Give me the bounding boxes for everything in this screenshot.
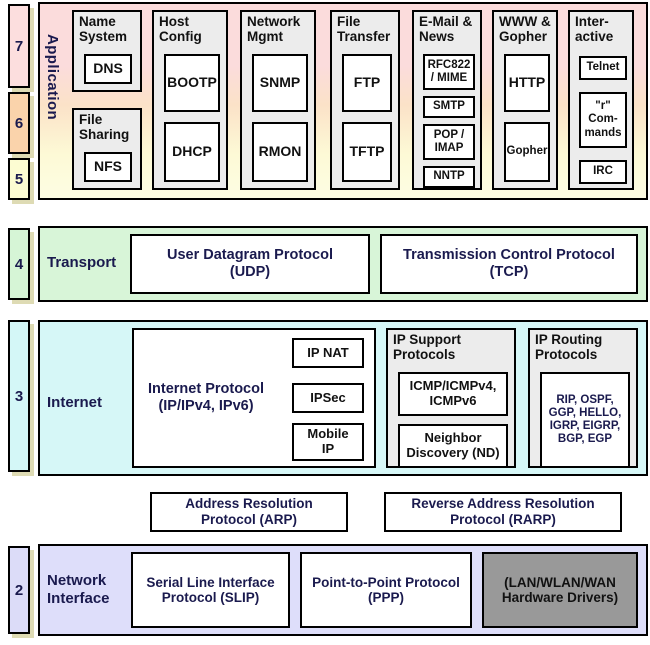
protocol-rmon[interactable]: RMON: [252, 122, 308, 182]
protocol-pop-imap-label: POP /IMAP: [433, 128, 465, 154]
group-interactive-title: Inter-active: [575, 14, 614, 45]
protocol-dhcp-label: DHCP: [172, 143, 212, 160]
protocol-dhcp[interactable]: DHCP: [164, 122, 220, 182]
layer-number-6: 6: [8, 92, 30, 154]
protocol-rmon-label: RMON: [258, 143, 302, 160]
layer-number-5-label: 5: [14, 170, 24, 188]
protocol-tftp[interactable]: TFTP: [342, 122, 392, 182]
group-www-gopher: WWW &Gopher HTTP Gopher: [492, 10, 558, 190]
application-layer-label: Application: [44, 34, 61, 121]
layer-number-7: 7: [8, 4, 30, 88]
group-email-news-title: E-Mail &News: [419, 14, 473, 45]
layer-number-5: 5: [8, 158, 30, 200]
protocol-smtp[interactable]: SMTP: [423, 96, 475, 118]
layer-number-3: 3: [8, 320, 30, 472]
protocol-routing-list[interactable]: RIP, OSPF,GGP, HELLO,IGRP, EIGRP,BGP, EG…: [540, 372, 630, 468]
protocol-bootp-label: BOOTP: [167, 74, 217, 91]
protocol-ip-nat[interactable]: IP NAT: [292, 338, 364, 368]
protocol-nntp[interactable]: NNTP: [423, 166, 475, 188]
protocol-tcp-label: Transmission Control Protocol(TCP): [403, 247, 615, 280]
protocol-tcp[interactable]: Transmission Control Protocol(TCP): [380, 234, 638, 294]
protocol-ppp-label: Point-to-Point Protocol(PPP): [312, 574, 460, 605]
protocol-tftp-label: TFTP: [349, 143, 385, 160]
group-www-gopher-title: WWW &Gopher: [499, 14, 551, 45]
protocol-ipsec[interactable]: IPSec: [292, 383, 364, 413]
protocol-irc-label: IRC: [593, 165, 613, 178]
protocol-icmp-label: ICMP/ICMPv4,ICMPv6: [409, 378, 497, 408]
protocol-udp[interactable]: User Datagram Protocol(UDP): [130, 234, 370, 294]
protocol-snmp-label: SNMP: [259, 74, 301, 91]
protocol-ftp-label: FTP: [353, 74, 381, 91]
protocol-r-commands[interactable]: "r"Com-mands: [579, 92, 627, 148]
protocol-udp-label: User Datagram Protocol(UDP): [167, 247, 333, 280]
protocol-ip-label: Internet Protocol(IP/IPv4, IPv6): [148, 381, 265, 414]
protocol-ppp[interactable]: Point-to-Point Protocol(PPP): [300, 552, 472, 628]
protocol-ip-nat-label: IP NAT: [307, 344, 349, 360]
protocol-nntp-label: NNTP: [433, 170, 465, 183]
group-email-news: E-Mail &News RFC822/ MIME SMTP POP /IMAP…: [412, 10, 482, 190]
protocol-r-commands-label: "r"Com-mands: [584, 100, 622, 139]
protocol-http[interactable]: HTTP: [504, 54, 550, 112]
protocol-ipsec-label: IPSec: [310, 389, 346, 405]
internet-layer-label: Internet: [47, 394, 103, 411]
protocol-gopher[interactable]: Gopher: [504, 122, 550, 182]
protocol-bootp[interactable]: BOOTP: [164, 54, 220, 112]
protocol-routing-list-label: RIP, OSPF,GGP, HELLO,IGRP, EIGRP,BGP, EG…: [548, 393, 622, 446]
layer-number-2: 2: [8, 546, 30, 634]
protocol-rfc822-mime[interactable]: RFC822/ MIME: [423, 54, 475, 90]
protocol-dns-label: DNS: [93, 60, 123, 77]
protocol-rfc822-mime-label: RFC822/ MIME: [427, 58, 471, 84]
protocol-nfs-label: NFS: [94, 158, 122, 175]
protocol-gopher-label: Gopher: [506, 145, 548, 158]
protocol-icmp[interactable]: ICMP/ICMPv4,ICMPv6: [398, 372, 508, 416]
protocol-http-label: HTTP: [508, 74, 546, 91]
protocol-ftp[interactable]: FTP: [342, 54, 392, 112]
layer-number-3-label: 3: [14, 387, 24, 405]
layer-number-4-label: 4: [14, 255, 24, 273]
protocol-irc[interactable]: IRC: [579, 160, 627, 184]
protocol-smtp-label: SMTP: [433, 100, 465, 113]
protocol-telnet[interactable]: Telnet: [579, 56, 627, 80]
protocol-pop-imap[interactable]: POP /IMAP: [423, 124, 475, 160]
protocol-snmp[interactable]: SNMP: [252, 54, 308, 112]
layer-number-4: 4: [8, 228, 30, 300]
protocol-nfs[interactable]: NFS: [84, 152, 132, 182]
layer-number-2-label: 2: [14, 581, 24, 599]
group-interactive: Inter-active Telnet "r"Com-mands IRC: [568, 10, 634, 190]
protocol-dns[interactable]: DNS: [84, 54, 132, 84]
layer-number-7-label: 7: [14, 37, 24, 55]
layer-number-6-label: 6: [14, 114, 24, 132]
protocol-telnet-label: Telnet: [586, 61, 620, 74]
transport-layer-label: Transport: [47, 254, 117, 271]
